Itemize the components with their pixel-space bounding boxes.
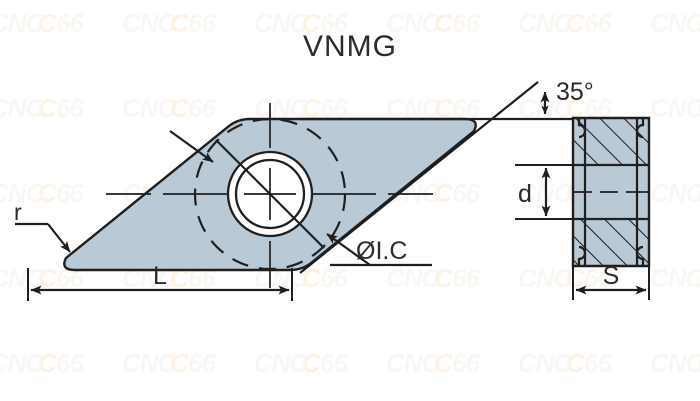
hole-diameter-dimension: d: [515, 164, 588, 220]
angle-inclined-ray: [299, 81, 539, 274]
length-dimension: L: [27, 262, 293, 301]
thickness-dimension: S: [572, 262, 650, 300]
page-title: VNMG: [303, 30, 397, 63]
angle-annotation: 35°: [299, 78, 616, 274]
insert-top-view: ØI.C: [63, 103, 477, 288]
ic-leader-lower: [326, 233, 371, 266]
length-label: L: [153, 262, 167, 290]
corner-radius-leader: [47, 223, 71, 253]
ic-leader-upper: [169, 130, 214, 163]
corner-radius-label: r: [14, 199, 22, 225]
hole-diameter-label: d: [518, 180, 532, 208]
inscribed-circle-label: ØI.C: [356, 237, 407, 265]
ic-dimension-line: [215, 139, 325, 249]
insert-side-view: [571, 116, 651, 268]
thickness-label: S: [603, 262, 620, 290]
angle-label: 35°: [556, 78, 594, 106]
corner-radius-annotation: r: [14, 199, 71, 253]
